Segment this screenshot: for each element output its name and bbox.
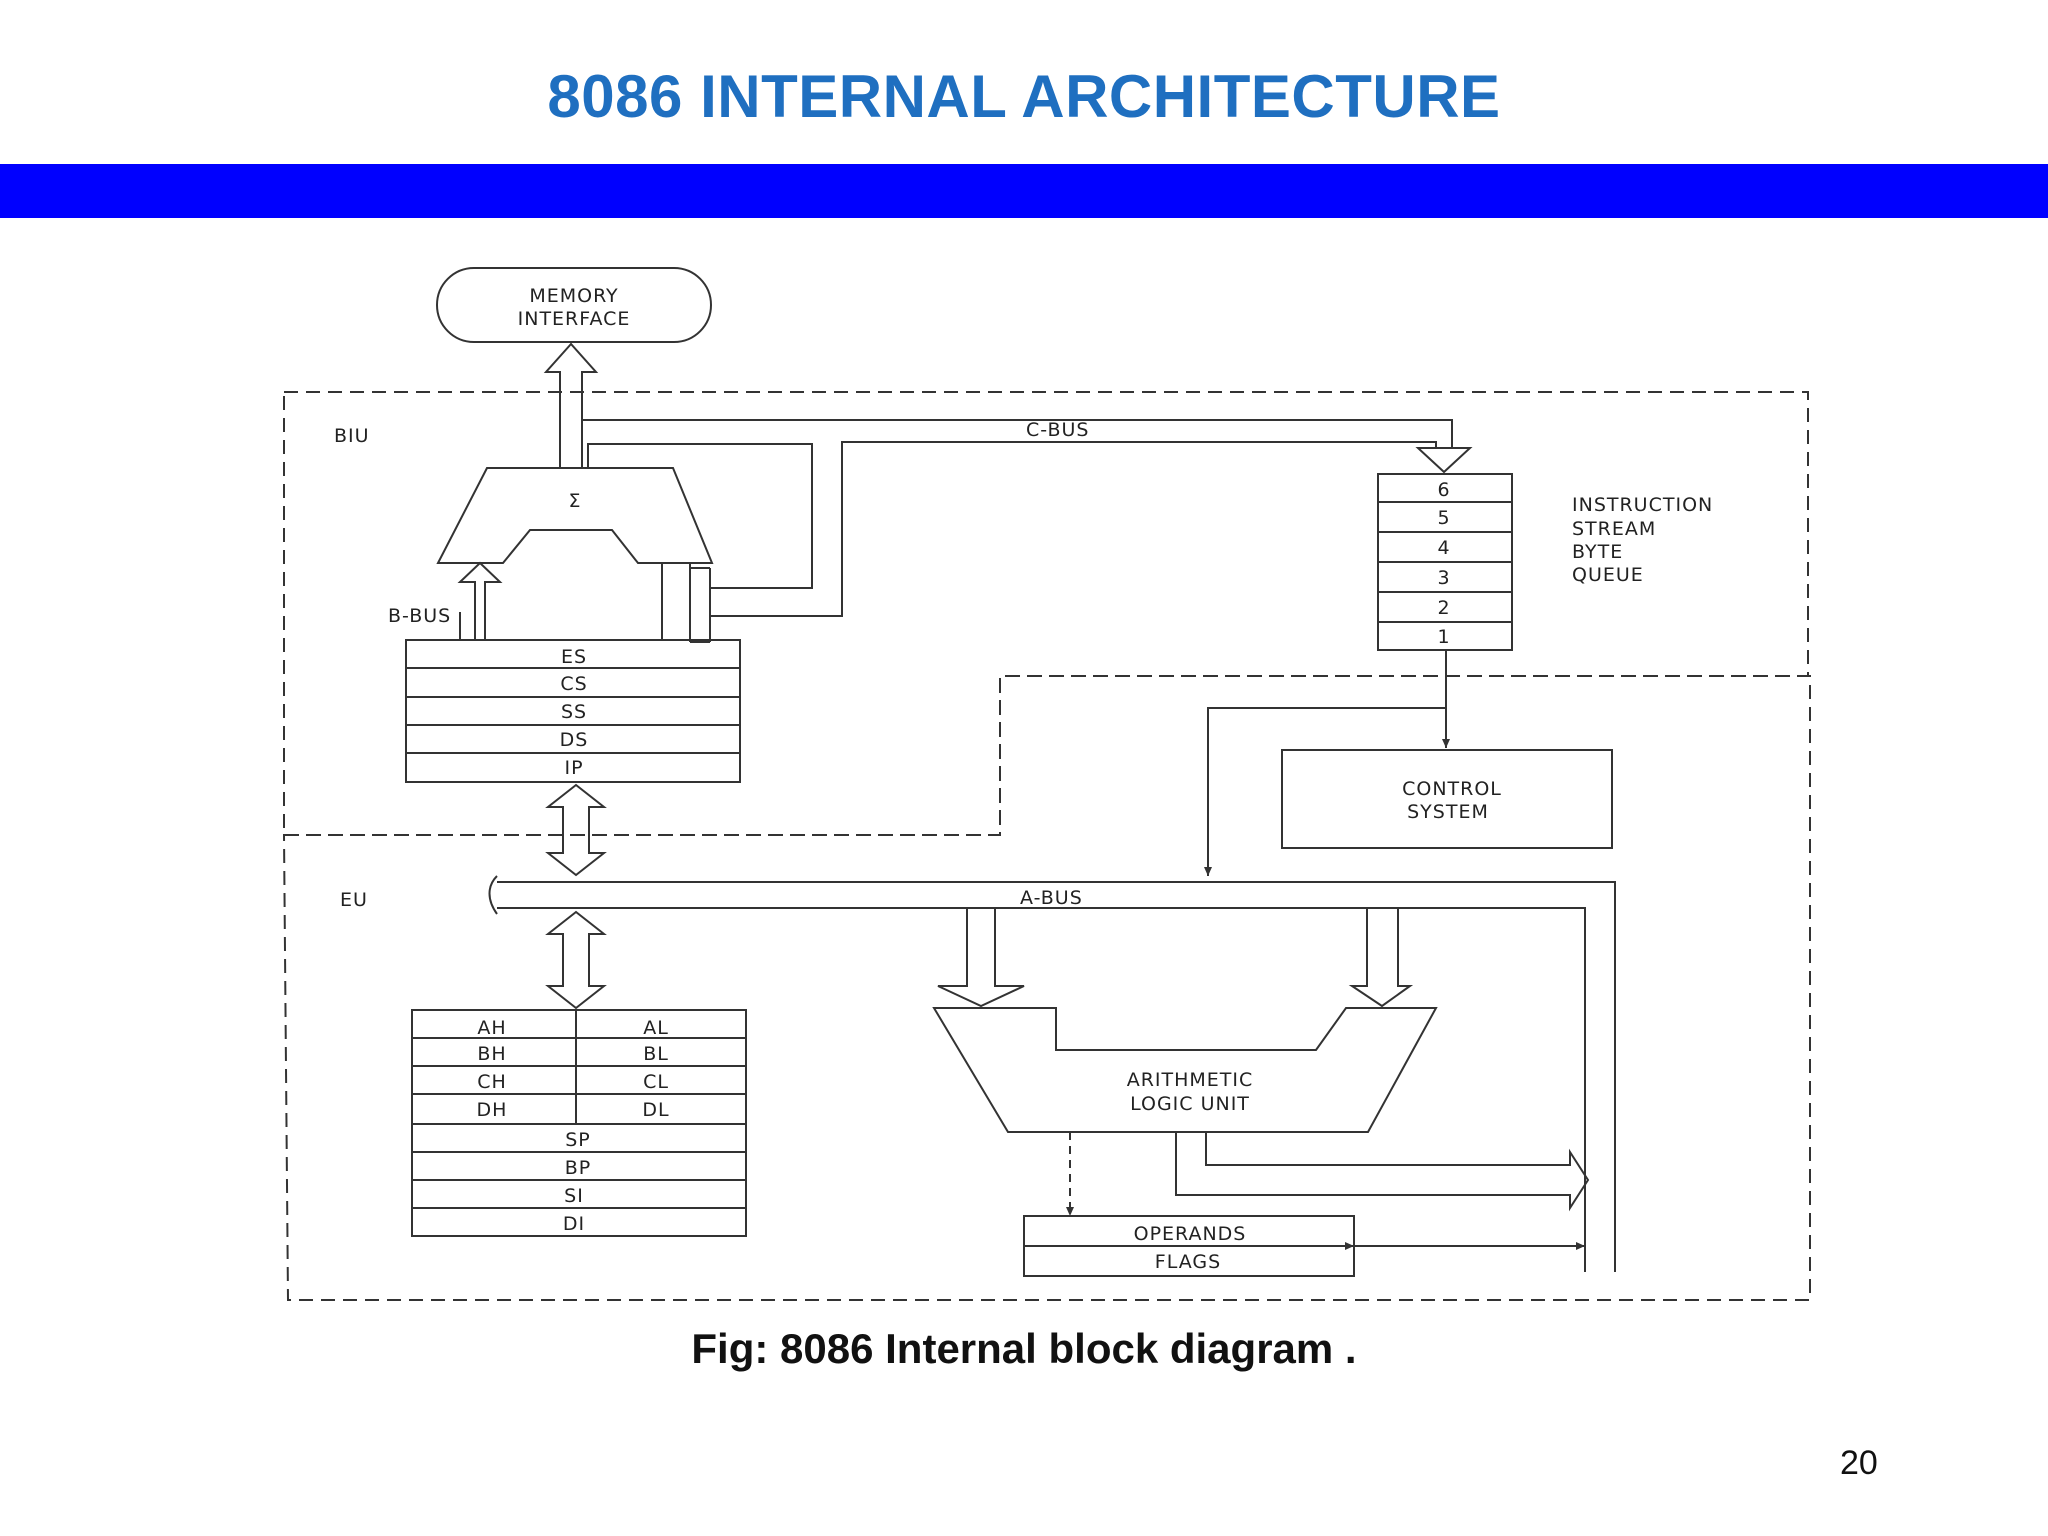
address-adder: [436, 467, 714, 564]
segment-register-ip: IP: [564, 757, 583, 779]
queue-slot-3: 3: [1437, 567, 1450, 589]
register-sp: SP: [565, 1129, 591, 1151]
operands-label: OPERANDS: [1134, 1223, 1247, 1245]
a-bus-label: A-BUS: [1020, 887, 1083, 909]
alu-input-arrow-left: [937, 908, 1025, 1008]
adder-input-left: [457, 561, 503, 640]
b-bus-label: B-BUS: [388, 605, 451, 627]
control-system-label-1: CONTROL: [1402, 778, 1502, 800]
queue-to-a-bus: [1204, 707, 1446, 876]
register-bh: BH: [477, 1043, 506, 1065]
c-bus-line-inner: [710, 441, 1437, 617]
b-bus-feedback: [587, 443, 813, 589]
queue-slot-4: 4: [1437, 537, 1450, 559]
segment-register-cs: CS: [560, 673, 587, 695]
biu-eu-bus-arrow: [545, 783, 607, 877]
register-ch: CH: [477, 1071, 507, 1093]
register-ah: AH: [477, 1017, 506, 1039]
queue-label-1: INSTRUCTION: [1572, 494, 1713, 516]
biu-label: BIU: [334, 425, 370, 447]
alu-label-1: ARITHMETIC: [1127, 1069, 1254, 1091]
queue-label-2: STREAM: [1572, 518, 1656, 540]
b-bus-feedback-arrow: [689, 567, 711, 643]
register-al: AL: [643, 1017, 669, 1039]
queue-slot-1: 1: [1437, 626, 1450, 648]
register-dl: DL: [642, 1099, 669, 1121]
biu-boundary: [283, 391, 1809, 836]
segment-register-block: [405, 639, 741, 783]
memory-interface-label-1: MEMORY: [529, 285, 618, 307]
register-di: DI: [563, 1213, 585, 1235]
queue-label-4: QUEUE: [1572, 564, 1644, 586]
queue-slot-5: 5: [1437, 507, 1450, 529]
c-bus-label: C-BUS: [1026, 419, 1089, 441]
c-bus-line: [581, 392, 1453, 448]
memory-interface-label-2: INTERFACE: [518, 308, 631, 330]
queue-label-3: BYTE: [1572, 541, 1623, 563]
control-system: [1281, 749, 1613, 849]
alu: [932, 1007, 1438, 1133]
title-bar: [0, 164, 2048, 218]
eu-label: EU: [340, 889, 368, 911]
adder-symbol: Σ: [568, 490, 581, 512]
figure-caption: Fig: 8086 Internal block diagram .: [691, 1325, 1357, 1372]
register-si: SI: [564, 1185, 584, 1207]
a-bus-line: [497, 881, 1616, 1272]
segment-register-es: ES: [561, 646, 587, 668]
slide-title: 8086 INTERNAL ARCHITECTURE: [547, 63, 1501, 130]
alu-input-arrow-right: [1348, 908, 1414, 1008]
queue-slot-6: 6: [1437, 479, 1450, 501]
queue-slot-2: 2: [1437, 597, 1450, 619]
a-bus-left-brace: [488, 875, 498, 915]
adder-input-right: [661, 563, 691, 640]
c-bus-arrow-head: [1415, 447, 1473, 474]
segment-register-ss: SS: [561, 701, 587, 723]
flags-label: FLAGS: [1155, 1251, 1221, 1273]
register-bp: BP: [565, 1157, 592, 1179]
memory-interface: [436, 267, 712, 343]
a-bus-line-inner: [497, 907, 1586, 1272]
register-bl: BL: [643, 1043, 669, 1065]
eu-boundary: [282, 675, 1811, 1301]
control-system-label-2: SYSTEM: [1407, 801, 1489, 823]
register-dh: DH: [477, 1099, 508, 1121]
page-number: 20: [1840, 1444, 1878, 1482]
alu-output-arrow: [1175, 1132, 1590, 1212]
alu-label-2: LOGIC UNIT: [1130, 1093, 1250, 1115]
register-cl: CL: [643, 1071, 669, 1093]
alu-input-link-left: [994, 908, 996, 912]
segment-register-ds: DS: [560, 729, 589, 751]
eu-register-bus-arrow: [545, 910, 607, 1010]
